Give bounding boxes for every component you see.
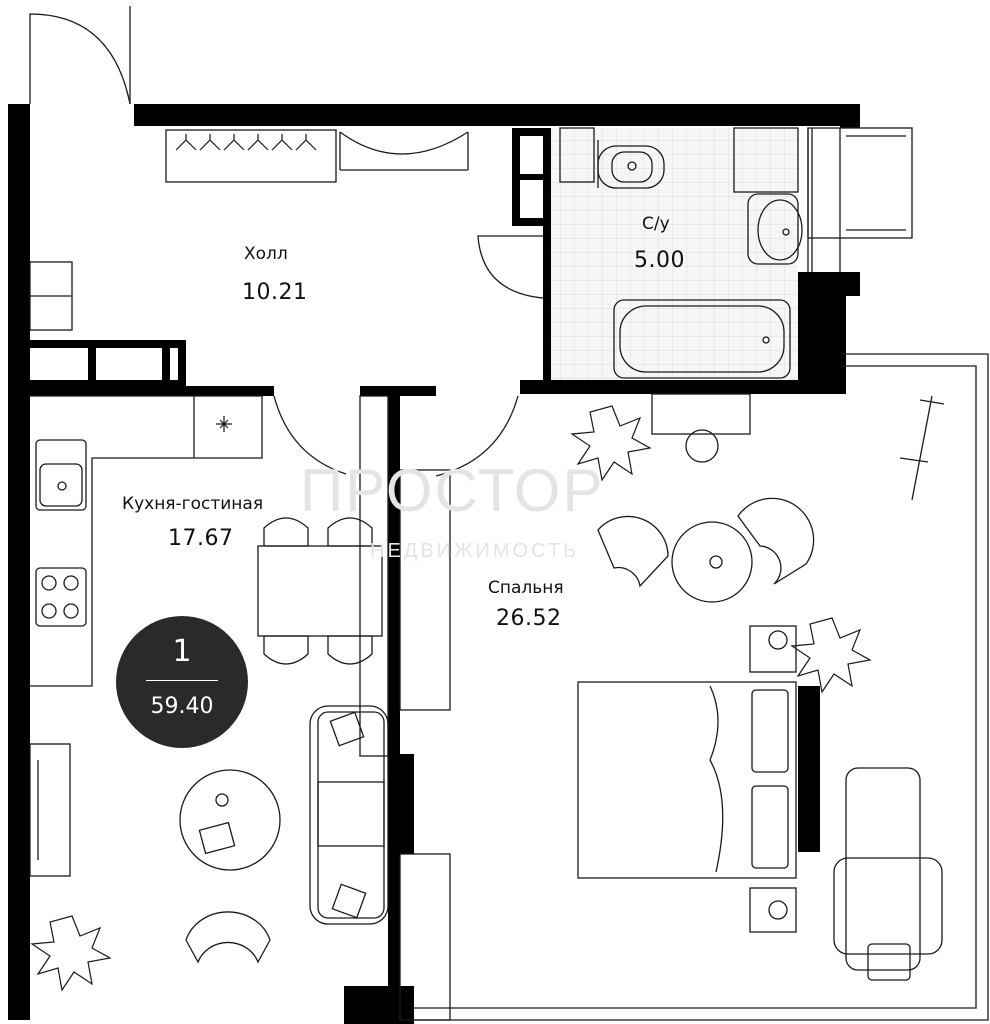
bathroom-tile-floor	[548, 128, 798, 382]
room-bedroom-name: Спальня	[488, 578, 564, 598]
room-bathroom-name: С/у	[642, 214, 670, 234]
room-hall-name: Холл	[244, 244, 288, 264]
plant-icon	[30, 405, 872, 992]
room-hall: Холл	[244, 244, 288, 264]
room-bedroom-area: 26.52	[496, 606, 562, 631]
hangers-icon	[175, 134, 317, 151]
room-bathroom-area: 5.00	[634, 248, 685, 273]
badge-total-area: 59.40	[150, 694, 214, 719]
badge-divider	[146, 680, 218, 681]
walls	[8, 104, 860, 1024]
thin-lines	[29, 6, 989, 1021]
apartment-badge: 1 59.40	[116, 616, 248, 748]
room-hall-area: 10.21	[242, 280, 308, 305]
badge-room-count: 1	[172, 634, 192, 669]
room-kitchen-area: 17.67	[168, 526, 234, 551]
room-kitchen-name: Кухня-гостиная	[122, 494, 264, 514]
